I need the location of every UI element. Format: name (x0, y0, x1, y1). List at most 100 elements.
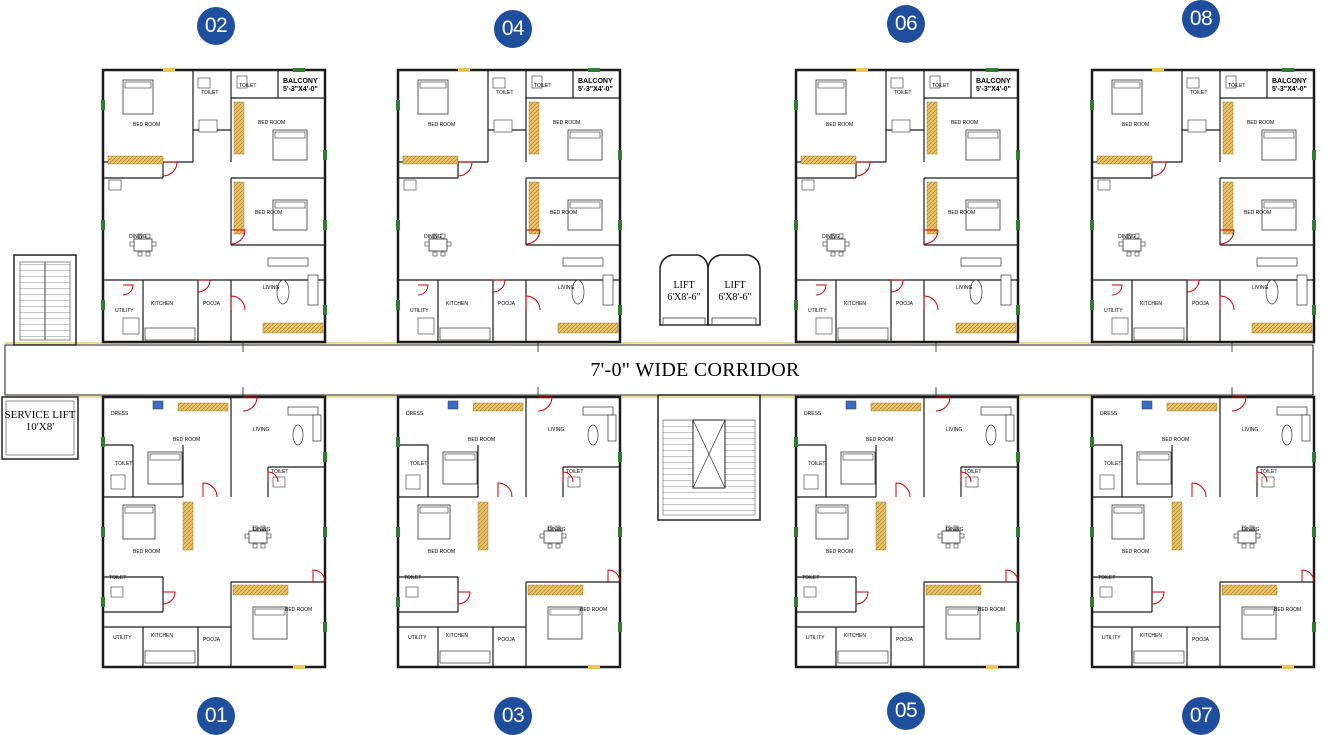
window-mark (101, 220, 105, 230)
table-icon (985, 424, 997, 446)
door-swing (923, 229, 939, 245)
window-mark (323, 305, 327, 315)
label-living: LIVING (263, 285, 280, 291)
wardrobe (477, 501, 489, 551)
window-mark (1016, 527, 1020, 537)
chair-icon (547, 525, 553, 531)
window-mark (794, 300, 798, 310)
toilet-fixture (1099, 586, 1113, 598)
label-toilet: TOILET (410, 461, 428, 467)
window-mark (1312, 622, 1316, 632)
unit-bottom-05 (794, 387, 1020, 669)
label-pooja: POOJA (203, 301, 220, 307)
sofa-icon (1000, 274, 1012, 306)
window-mark (101, 597, 105, 607)
pillow-icon (967, 201, 999, 209)
lift-left-size: 6'X8'-6" (667, 292, 701, 303)
wardrobe (925, 584, 982, 596)
wardrobe (926, 101, 938, 155)
window-mark (323, 452, 327, 462)
outer-wall (1090, 68, 1316, 344)
outer-wall (101, 68, 327, 344)
chair-icon (424, 241, 430, 247)
window-mark (1016, 220, 1020, 230)
unit-bottom-01 (101, 387, 327, 669)
shower-fixture (405, 474, 421, 490)
chair-icon (555, 525, 561, 531)
label-toilet: TOILET (1098, 575, 1116, 581)
door-swing (497, 482, 513, 498)
toilet-fixture (236, 75, 248, 89)
chair-icon (266, 533, 272, 539)
pillow-icon (549, 608, 581, 616)
door-swing (1186, 279, 1200, 293)
kitchen-counter (439, 327, 491, 341)
wardrobe (926, 181, 938, 235)
label-balcony: BALCONY (976, 78, 1011, 85)
wardrobe (262, 322, 324, 334)
label-pooja: POOJA (896, 301, 913, 307)
pillow-icon (1113, 506, 1143, 514)
dining-table-icon (1122, 238, 1142, 252)
label-bed-room: BED ROOM (580, 607, 608, 613)
label-dress: DRESS (1100, 411, 1118, 417)
label-balcony-size: 5'-3"X4'-0" (283, 86, 318, 93)
label-kitchen: KITCHEN (844, 633, 866, 639)
table-icon (276, 279, 290, 305)
label-utility: UTILITY (1102, 635, 1121, 641)
window-mark (101, 100, 105, 110)
chair-icon (129, 241, 135, 247)
wardrobe (107, 155, 164, 165)
bed-icon (840, 451, 876, 485)
unit-badge-06: 06 (887, 5, 925, 43)
label-dining: DINING (424, 234, 442, 240)
chair-icon (440, 251, 446, 257)
window-mark (618, 220, 622, 230)
label-toilet: TOILET (239, 83, 257, 89)
wardrobe (177, 402, 229, 412)
label-utility: UTILITY (113, 635, 132, 641)
window-mark (396, 100, 400, 110)
label-dining: DINING (548, 527, 566, 533)
chair-icon (260, 543, 266, 549)
label-toilet: TOILET (1190, 90, 1208, 96)
label-toilet: TOILET (201, 90, 219, 96)
door-swing (815, 284, 827, 296)
chair-icon (432, 233, 438, 239)
bed-icon (272, 129, 308, 161)
chair-icon (959, 533, 965, 539)
washbasin-icon (403, 179, 417, 191)
label-kitchen: KITCHEN (1140, 633, 1162, 639)
chair-icon (244, 533, 250, 539)
chair-icon (1134, 233, 1140, 239)
label-bed-room: BED ROOM (550, 210, 578, 216)
sofa-icon (582, 406, 614, 416)
chair-icon (151, 241, 157, 247)
sofa-icon (1256, 257, 1298, 267)
label-bed-room: BED ROOM (951, 120, 979, 126)
wardrobe (1166, 402, 1218, 412)
shower-fixture (110, 474, 126, 490)
chair-icon (137, 233, 143, 239)
label-toilet: TOILET (1260, 469, 1278, 475)
label-bed-room: BED ROOM (258, 120, 286, 126)
shower-fixture (493, 119, 513, 133)
window-mark (1090, 597, 1094, 607)
label-pooja: POOJA (498, 637, 515, 643)
door-swing (855, 161, 871, 177)
chair-icon (145, 251, 151, 257)
sofa-icon (1301, 414, 1311, 442)
chair-icon (830, 233, 836, 239)
shower-fixture (1099, 474, 1115, 490)
chair-icon (1126, 251, 1132, 257)
toilet-fixture (1261, 476, 1275, 488)
lift-right-size: 6'X8'-6" (718, 292, 752, 303)
toilet-fixture (803, 586, 817, 598)
bed-icon (1111, 79, 1143, 115)
window-mark (618, 527, 622, 537)
wardrobe (182, 501, 194, 551)
label-bed-room: BED ROOM (553, 120, 581, 126)
chair-icon (555, 543, 561, 549)
pillow-icon (967, 131, 999, 139)
table-icon (1281, 424, 1293, 446)
